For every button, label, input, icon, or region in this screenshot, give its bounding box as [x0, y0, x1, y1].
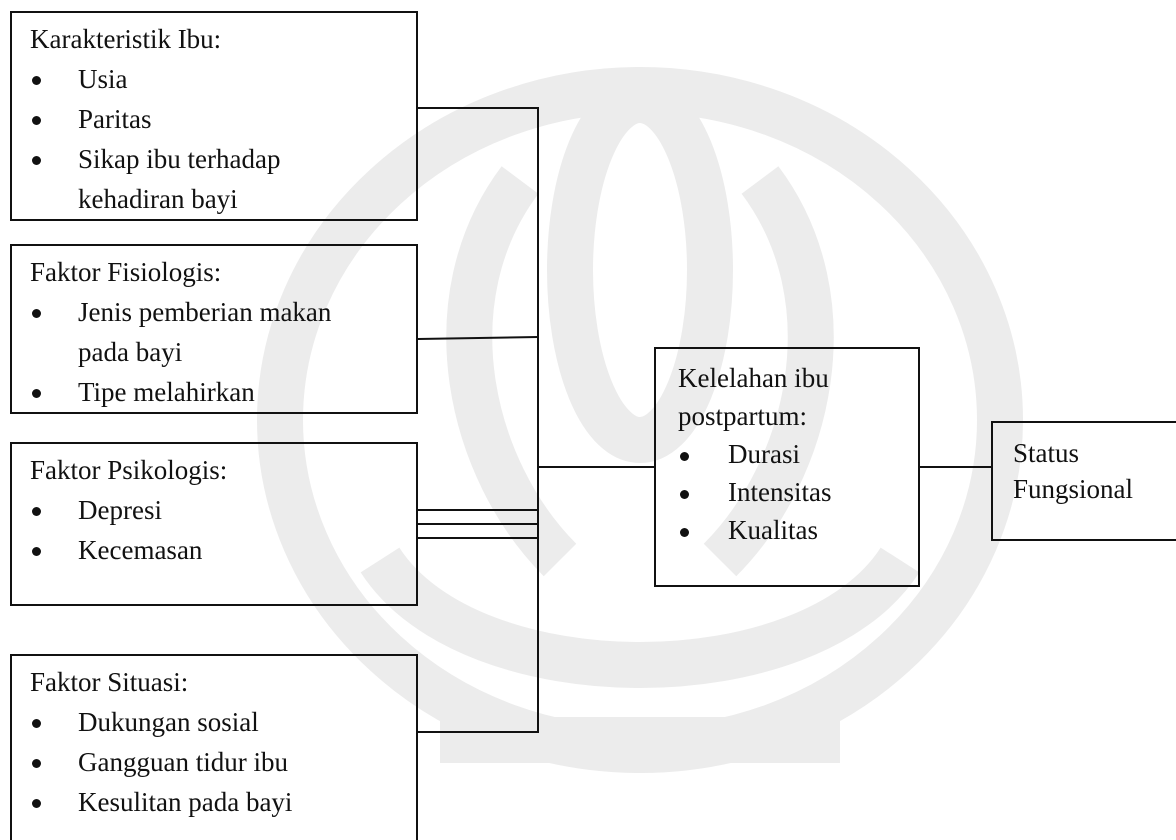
- connector-fisiologis: [417, 336, 539, 340]
- box-status-fungsional: Status Fungsional: [991, 421, 1176, 541]
- box-title: Faktor Psikologis:: [30, 455, 228, 485]
- bullet-icon: [32, 759, 41, 768]
- box-faktor-psikologis: Faktor Psikologis: Depresi Kecemasan: [10, 442, 418, 606]
- bullet-icon: [32, 389, 41, 398]
- list-item: Intensitas: [678, 473, 908, 511]
- bullet-icon: [32, 547, 41, 556]
- box-faktor-situasi: Faktor Situasi: Dukungan sosial Gangguan…: [10, 654, 418, 840]
- bullet-icon: [32, 76, 41, 85]
- list-item: Usia: [30, 59, 406, 99]
- list-item: Kecemasan: [30, 530, 406, 570]
- list-item: Jenis pemberian makan pada bayi: [30, 292, 406, 372]
- box-title: Karakteristik Ibu:: [30, 24, 222, 54]
- bullet-icon: [680, 490, 689, 499]
- list-item: Sikap ibu terhadap kehadiran bayi: [30, 139, 406, 219]
- list-item: Durasi: [678, 435, 908, 473]
- list-item: Paritas: [30, 99, 406, 139]
- list-item: Dukungan sosial: [30, 702, 406, 742]
- bullet-icon: [32, 156, 41, 165]
- box-kelelahan-ibu-postpartum: Kelelahan ibu postpartum: Durasi Intensi…: [654, 347, 920, 587]
- list-item: Kualitas: [678, 511, 908, 549]
- list-item: Gangguan tidur ibu: [30, 742, 406, 782]
- list-item: Kesulitan pada bayi: [30, 782, 406, 822]
- bullet-icon: [32, 309, 41, 318]
- box-faktor-fisiologis: Faktor Fisiologis: Jenis pemberian makan…: [10, 244, 418, 414]
- box-title: Faktor Situasi:: [30, 667, 189, 697]
- bullet-icon: [680, 528, 689, 537]
- bullet-icon: [32, 799, 41, 808]
- list-item: Tipe melahirkan: [30, 372, 406, 412]
- bullet-icon: [32, 116, 41, 125]
- box-title: Kelelahan ibu postpartum:: [678, 363, 829, 431]
- box-karakteristik-ibu: Karakteristik Ibu: Usia Paritas Sikap ib…: [10, 11, 418, 221]
- bullet-icon: [32, 719, 41, 728]
- box-title: Status Fungsional: [1013, 438, 1134, 504]
- list-item: Depresi: [30, 490, 406, 530]
- bullet-icon: [680, 452, 689, 461]
- box-title: Faktor Fisiologis:: [30, 257, 222, 287]
- bullet-icon: [32, 507, 41, 516]
